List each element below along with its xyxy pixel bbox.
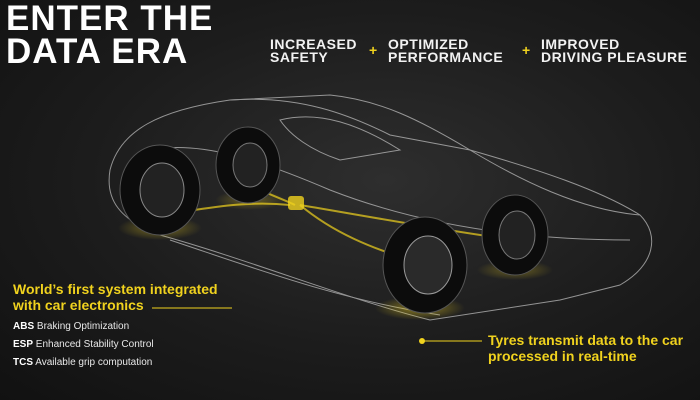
title-line-1: ENTER THE bbox=[6, 0, 214, 38]
feature-tcs: TCS Available grip computation bbox=[13, 357, 153, 368]
title-line-2: DATA ERA bbox=[6, 32, 189, 71]
feature-abs: ABS Braking Optimization bbox=[13, 321, 130, 332]
plus-icon: + bbox=[369, 42, 378, 58]
wheel-front-left bbox=[119, 144, 201, 236]
wheel-rear-right bbox=[481, 194, 549, 276]
wheel-front-right bbox=[382, 216, 468, 314]
wheel-rear-left bbox=[215, 126, 281, 204]
page-title: ENTER THE DATA ERA bbox=[6, 0, 214, 71]
wheels bbox=[119, 126, 549, 314]
feature-esp: ESP Enhanced Stability Control bbox=[13, 339, 154, 350]
right-callout-dot bbox=[419, 338, 425, 344]
plus-icon: + bbox=[522, 42, 531, 58]
control-unit bbox=[288, 196, 304, 210]
